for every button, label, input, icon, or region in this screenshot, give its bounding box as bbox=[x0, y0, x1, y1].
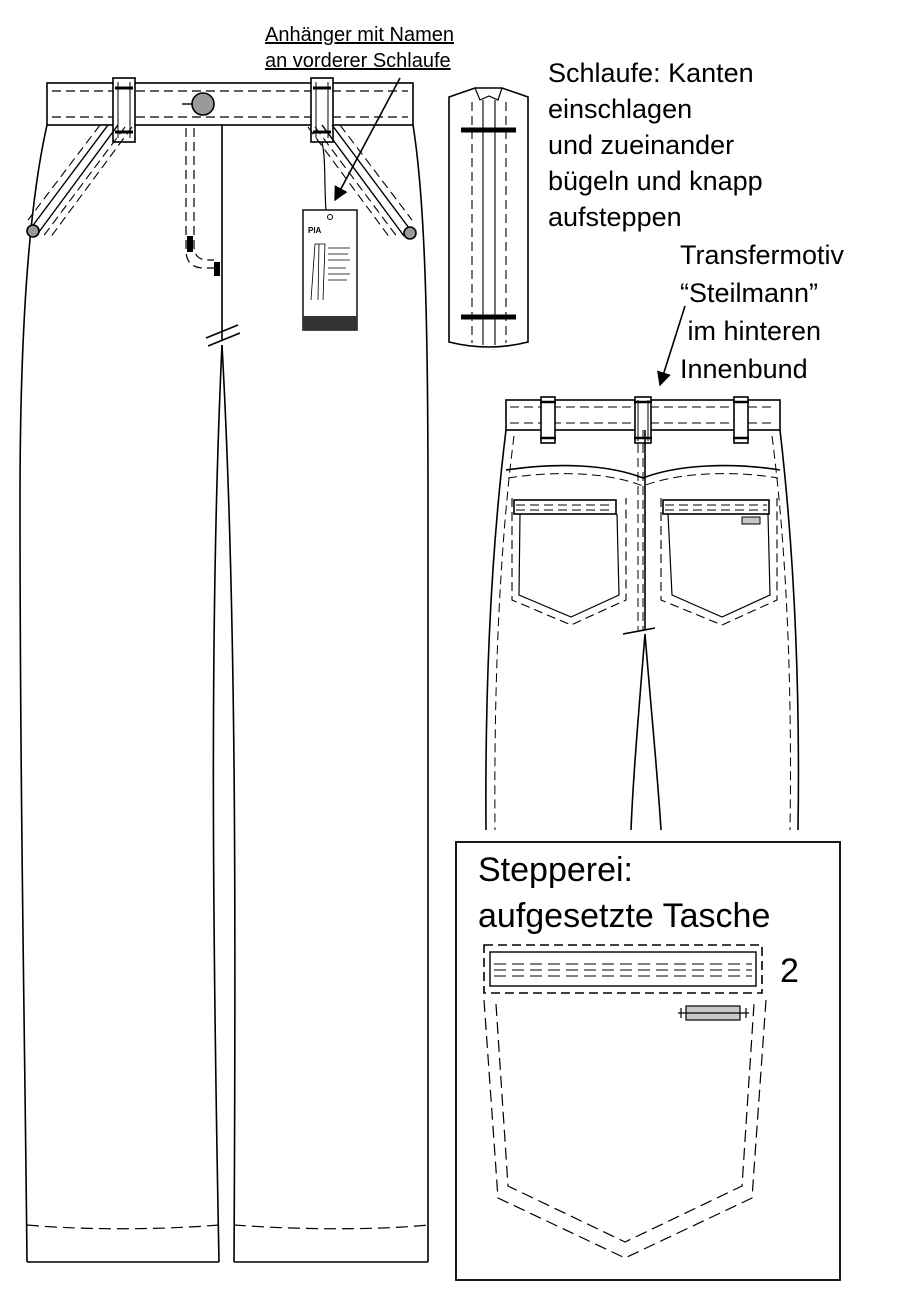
back-pocket-left bbox=[511, 498, 627, 626]
belt-loop-note-line-3: und zueinander bbox=[548, 130, 735, 160]
belt-loop-note-line-5: aufsteppen bbox=[548, 202, 682, 232]
hang-tag-card bbox=[302, 209, 358, 331]
right-pocket-stitching bbox=[307, 124, 413, 239]
hang-tag-band bbox=[303, 316, 357, 330]
front-belt-loop-left bbox=[112, 77, 136, 143]
transfer-motif-note: Transfermotiv “Steilmann” im hinteren In… bbox=[680, 236, 844, 388]
stitch-row-count: 2 bbox=[780, 952, 799, 990]
hang-tag-note-line-1: Anhänger mit Namen bbox=[265, 24, 454, 46]
stitching-detail-title-line-2: aufgesetzte Tasche bbox=[478, 897, 771, 935]
right-leg-outseam bbox=[412, 124, 429, 1262]
right-rivet-icon bbox=[403, 226, 417, 240]
hang-tag: PIA bbox=[302, 141, 358, 331]
back-pocket-right bbox=[660, 498, 778, 626]
waistband-stitching bbox=[52, 90, 408, 118]
hang-tag-brand: PIA bbox=[308, 226, 322, 235]
back-view-trousers bbox=[485, 396, 800, 831]
left-rivet-icon bbox=[26, 224, 40, 238]
hang-tag-trouser-icon bbox=[310, 243, 326, 301]
hang-tag-note: Anhänger mit Namen an vorderer Schlaufe bbox=[265, 22, 454, 74]
fly-bartacks bbox=[187, 236, 220, 276]
belt-loop-detail bbox=[448, 87, 529, 348]
hang-tag-string bbox=[321, 141, 327, 211]
belt-loop-note-line-1: Schlaufe: Kanten bbox=[548, 58, 754, 88]
crotch-break-marks bbox=[205, 324, 241, 347]
transfer-motif-arrow-icon bbox=[657, 305, 686, 387]
right-inseam bbox=[221, 344, 236, 1263]
belt-loop-note-line-2: einschlagen bbox=[548, 94, 693, 124]
transfer-motif-note-line-3: im hinteren bbox=[680, 316, 822, 346]
transfer-motif-note-line-1: Transfermotiv bbox=[680, 240, 845, 270]
stitching-detail-title-line-1: Stepperei: bbox=[478, 851, 633, 889]
left-pocket-edge bbox=[27, 124, 119, 237]
stitching-detail-title: Stepperei: aufgesetzte Tasche bbox=[478, 847, 770, 939]
back-belt-loops bbox=[540, 396, 749, 444]
hang-tag-note-line-2: an vorderer Schlaufe bbox=[265, 50, 451, 72]
front-belt-loop-right bbox=[310, 77, 334, 143]
transfer-motif-note-line-4: Innenbund bbox=[680, 354, 808, 384]
belt-loop-note: Schlaufe: Kanten einschlagen und zueinan… bbox=[548, 55, 763, 235]
stitching-detail-box bbox=[455, 841, 841, 1281]
fly-stitching bbox=[185, 128, 214, 269]
front-waistband bbox=[46, 82, 414, 126]
left-inseam bbox=[212, 344, 223, 1263]
belt-loop-note-line-4: bügeln und knapp bbox=[548, 166, 763, 196]
hem-stitching bbox=[26, 1224, 429, 1230]
left-pocket-stitching bbox=[27, 124, 133, 239]
waist-button-icon bbox=[191, 92, 215, 116]
right-pocket-edge bbox=[321, 124, 413, 237]
front-view-trousers bbox=[19, 77, 429, 1263]
transfer-motif-note-line-2: “Steilmann” bbox=[680, 278, 819, 308]
left-leg-outseam bbox=[19, 124, 48, 1263]
hang-tag-arrow-icon bbox=[334, 77, 401, 202]
